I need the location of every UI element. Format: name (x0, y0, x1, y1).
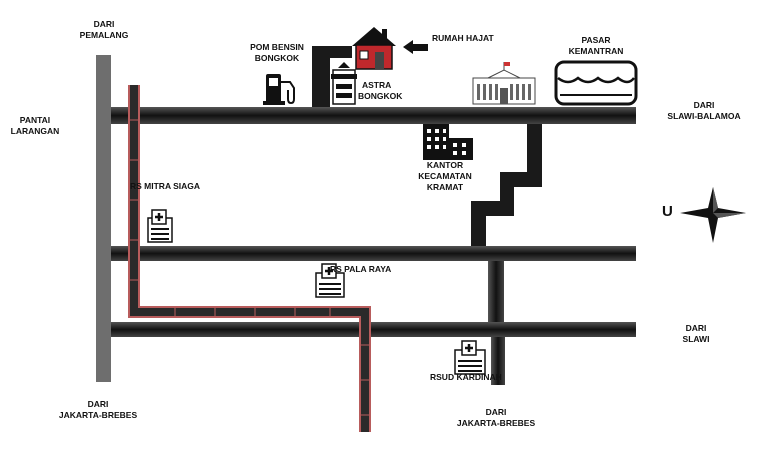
office-building-icon (423, 124, 473, 160)
arrow-left-icon (403, 40, 428, 54)
label-rumah-hajat: RUMAH HAJAT (432, 33, 494, 43)
label-pantai-larangan: PANTAI LARANGAN (10, 115, 60, 136)
road-pom-top (312, 46, 352, 58)
government-building-icon (472, 62, 536, 105)
road-middle (111, 246, 636, 261)
road-bottom (111, 322, 636, 337)
road-pom-stub (312, 58, 330, 107)
label-pom-bensin: POM BENSIN BONGKOK (250, 42, 304, 63)
hospital-icon (454, 340, 486, 375)
label-dari-slawi-balamoa: DARI SLAWI-BALAMOA (667, 100, 741, 121)
label-dari-slawi: DARI SLAWI (682, 323, 710, 344)
hospital-icon (147, 209, 173, 243)
label-dari-pemalang: DARI PEMALANG (79, 19, 129, 40)
road-staircase (471, 124, 542, 246)
label-mitra-siaga: RS MITRA SIAGA (130, 181, 201, 191)
label-rsud-kardinah: RSUD KARDINAH (430, 372, 502, 382)
label-dari-jakarta-brebes-bottom: DARI JAKARTA-BREBES (456, 407, 536, 428)
road-top (111, 107, 636, 124)
label-pala-raya: RS PALA RAYA (330, 264, 392, 274)
label-kantor-kecamatan: KANTOR KECAMATAN KRAMAT (418, 160, 472, 192)
compass-north-label: U (662, 203, 673, 220)
hospital-icon (315, 263, 345, 298)
label-dari-jakarta-brebes-left: DARI JAKARTA-BREBES (58, 399, 138, 420)
road-rsud-stub (491, 337, 505, 385)
market-icon (554, 60, 638, 106)
label-astra: ASTRA BONGKOK (358, 80, 403, 101)
house-icon (352, 27, 396, 70)
route-path (128, 85, 371, 432)
fuel-pump-icon (263, 74, 295, 105)
label-pasar: PASAR KEMANTRAN (568, 35, 624, 56)
highway-vertical (96, 55, 111, 382)
gas-station-icon (331, 62, 357, 105)
compass-icon (680, 187, 746, 243)
road-rsud-connector (488, 261, 504, 322)
